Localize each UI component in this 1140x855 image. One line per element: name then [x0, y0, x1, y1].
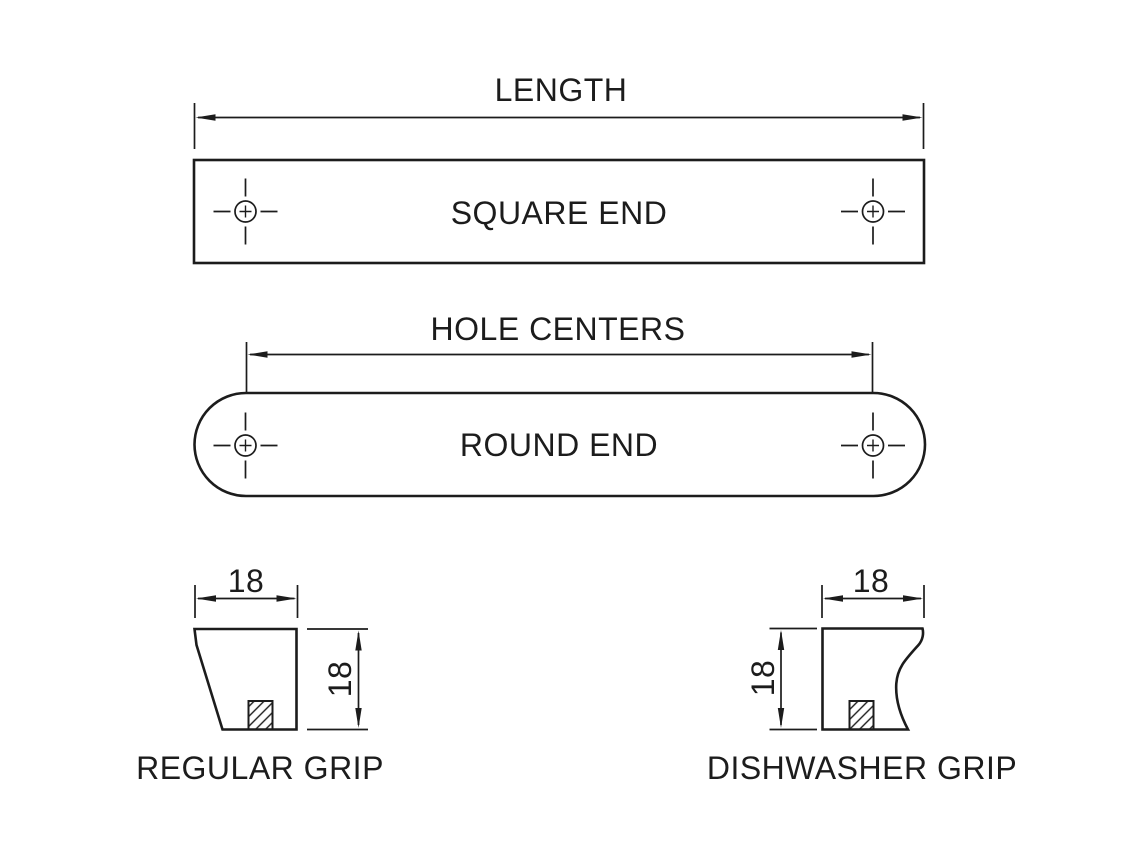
regular-grip-profile-outline: [193, 627, 298, 731]
arrow-up-icon: [355, 630, 362, 651]
length-dimension-label: LENGTH: [495, 72, 628, 108]
arrow-down-icon: [777, 708, 785, 728]
screw-section-hatch: [848, 700, 875, 731]
regular-grip-height-value: 18: [322, 661, 358, 698]
dishwasher-grip-width-value: 18: [853, 563, 890, 599]
arrow-right-icon: [902, 114, 923, 121]
regular-grip-caption: REGULAR GRIP: [136, 750, 384, 786]
regular-grip-view: 18 18 REGULAR GRIP: [136, 563, 384, 786]
dishwasher-grip-profile-outline: [821, 627, 925, 731]
arrow-left-icon: [823, 595, 843, 602]
screw-section-hatch: [247, 700, 274, 731]
dishwasher-grip-height-value: 18: [745, 660, 781, 697]
round-end-view: HOLE CENTERS ROUND END: [193, 311, 927, 498]
square-end-part-label: SQUARE END: [451, 195, 668, 231]
arrow-right-icon: [276, 595, 297, 602]
square-end-view: LENGTH SQUARE END: [192, 72, 926, 265]
round-end-part-label: ROUND END: [460, 427, 658, 463]
arrow-right-icon: [903, 595, 923, 602]
arrow-up-icon: [777, 630, 785, 650]
arrow-right-icon: [851, 351, 872, 358]
arrow-down-icon: [355, 708, 362, 728]
arrow-left-icon: [247, 351, 268, 358]
arrow-left-icon: [196, 595, 216, 602]
round-end-handle-outline: [193, 391, 927, 498]
arrow-left-icon: [195, 114, 216, 121]
hole-centers-dimension-label: HOLE CENTERS: [431, 311, 686, 347]
square-end-handle-outline: [192, 158, 926, 265]
dishwasher-grip-view: 18 18 DISHWASHER GRIP: [707, 563, 1017, 786]
dishwasher-grip-caption: DISHWASHER GRIP: [707, 750, 1017, 786]
regular-grip-width-value: 18: [228, 563, 265, 599]
